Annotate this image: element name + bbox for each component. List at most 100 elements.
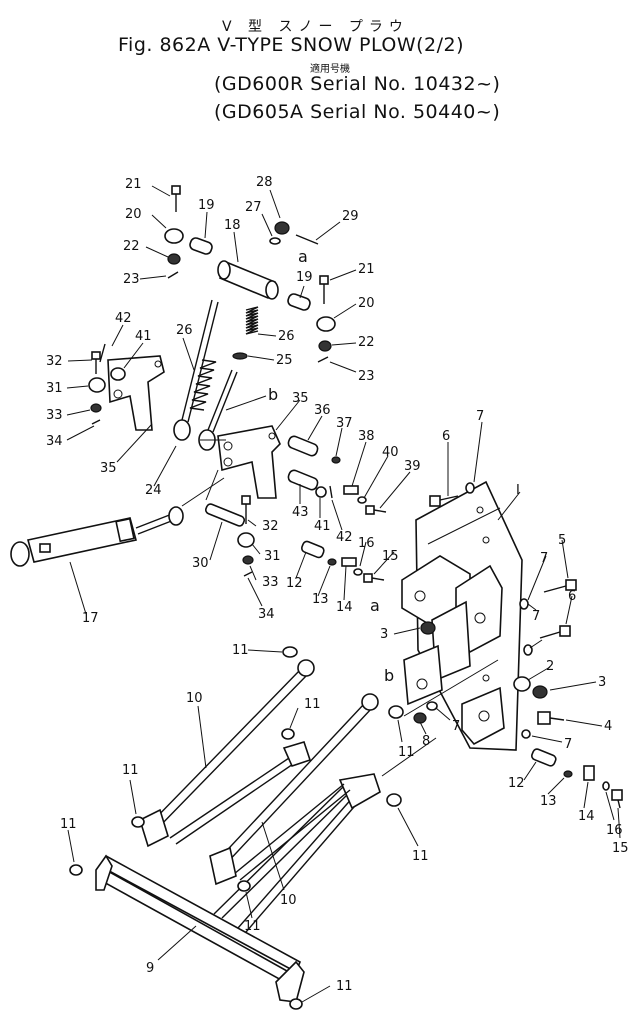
collar-31-center	[237, 532, 255, 548]
bushing-11-b	[281, 728, 295, 740]
washer-7-lower	[523, 644, 533, 656]
callout-6-a: 6	[442, 429, 450, 444]
callout-29: 29	[342, 209, 359, 224]
callout-7-a: 7	[476, 409, 484, 424]
callout-33-a: 33	[46, 408, 63, 423]
nut-22-upper-right	[318, 340, 332, 352]
callout-27: 27	[245, 200, 262, 215]
callout-32-a: 32	[46, 354, 63, 369]
tube-18	[217, 260, 279, 300]
callout-20-a: 20	[125, 207, 142, 222]
pin-30	[204, 503, 246, 527]
pin-12-right	[531, 748, 557, 767]
part-37	[331, 456, 341, 464]
bolt-5	[543, 579, 577, 593]
bolt-6-upper	[429, 495, 459, 507]
callout-14-a: 14	[336, 600, 353, 615]
callout-7-c: 7	[532, 609, 540, 624]
callout-30: 30	[192, 556, 209, 571]
callout-12-a: 12	[286, 576, 303, 591]
washer-16-right	[602, 781, 610, 791]
plate-14-center	[341, 557, 357, 567]
bushing-11-e	[69, 864, 83, 876]
washer-16-center	[353, 568, 363, 576]
nut-33-center	[242, 555, 254, 565]
callout-7-b: 7	[540, 551, 548, 566]
callout-19-b: 19	[296, 270, 313, 285]
callout-4: 4	[604, 719, 612, 734]
pin-34-center	[243, 571, 253, 577]
callout-13-a: 13	[312, 592, 329, 607]
bushing-11-g	[237, 880, 251, 892]
callout-31-b: 31	[264, 549, 281, 564]
pin-42-left	[99, 343, 106, 363]
callout-34-b: 34	[258, 607, 275, 622]
bolt-4	[537, 711, 565, 725]
callout-14-b: 14	[578, 809, 595, 824]
callout-11-g: 11	[244, 919, 261, 934]
callout-b-lower: b	[384, 666, 394, 685]
bushing-11-h	[289, 998, 303, 1010]
nut-3-left	[420, 621, 436, 635]
washer-41-left	[110, 367, 126, 381]
callout-26-a: 26	[176, 323, 193, 338]
bolt-15-center	[363, 573, 385, 583]
washer-20-upper-left	[164, 228, 184, 244]
nut-33-left	[90, 403, 102, 413]
seat-25	[232, 352, 248, 360]
callout-11-e: 11	[60, 817, 77, 832]
bolt-32-center	[241, 495, 251, 524]
callout-35-a: 35	[100, 461, 117, 476]
serial-range-gd605a: (GD605A Serial No. 50440~)	[214, 101, 501, 123]
pin-43	[287, 469, 319, 491]
callout-36: 36	[314, 403, 331, 418]
callout-5: 5	[558, 533, 566, 548]
callout-34-a: 34	[46, 434, 63, 449]
callout-3-a: 3	[380, 627, 388, 642]
washer-27	[269, 237, 281, 245]
callout-11-a: 11	[232, 643, 249, 658]
nut-3-right	[532, 685, 548, 699]
callout-6-b: 6	[568, 589, 576, 604]
mounting-plate-1	[401, 480, 523, 751]
callout-21-b: 21	[358, 262, 375, 277]
callout-37: 37	[336, 416, 353, 431]
callout-13-b: 13	[540, 794, 557, 809]
callout-19-a: 19	[198, 198, 215, 213]
pin-23-upper-right	[317, 356, 329, 363]
pin-19-upper-left	[189, 237, 213, 255]
bolt-21-upper-left	[171, 185, 181, 212]
callout-11-c: 11	[122, 763, 139, 778]
nut-22-upper-left	[167, 253, 181, 265]
callout-10-b: 10	[280, 893, 297, 908]
callout-18: 18	[224, 218, 241, 233]
washer-7-center	[426, 701, 438, 711]
callout-35-b: 35	[292, 391, 309, 406]
nut-28	[274, 221, 290, 235]
callout-a-upper: a	[298, 247, 308, 266]
callout-16-a: 16	[358, 536, 375, 551]
washer-7-upper	[465, 482, 475, 494]
callout-11-d: 11	[398, 745, 415, 760]
bushing-11-f	[386, 793, 402, 807]
callout-39: 39	[404, 459, 421, 474]
bushing-11-d	[388, 705, 404, 719]
callout-9: 9	[146, 961, 154, 976]
washer-7-mid	[519, 598, 529, 610]
washer-20-upper-right	[316, 316, 336, 332]
callout-25: 25	[276, 353, 293, 368]
hydraulic-cylinder-17	[10, 506, 184, 567]
pin-19-upper-right	[287, 293, 311, 311]
figure-title: Fig. 862A V-TYPE SNOW PLOW(2/2)	[118, 34, 465, 56]
pin-36	[287, 435, 319, 457]
collar-31-left	[88, 377, 106, 393]
callout-22-a: 22	[123, 239, 140, 254]
spring-26-left	[189, 359, 217, 411]
callout-a-lower: a	[370, 596, 380, 615]
callout-41-a: 41	[135, 329, 152, 344]
callout-42-a: 42	[115, 311, 132, 326]
part-13-right	[563, 770, 573, 778]
plate-14-right	[583, 765, 595, 781]
washer-40	[357, 496, 367, 504]
